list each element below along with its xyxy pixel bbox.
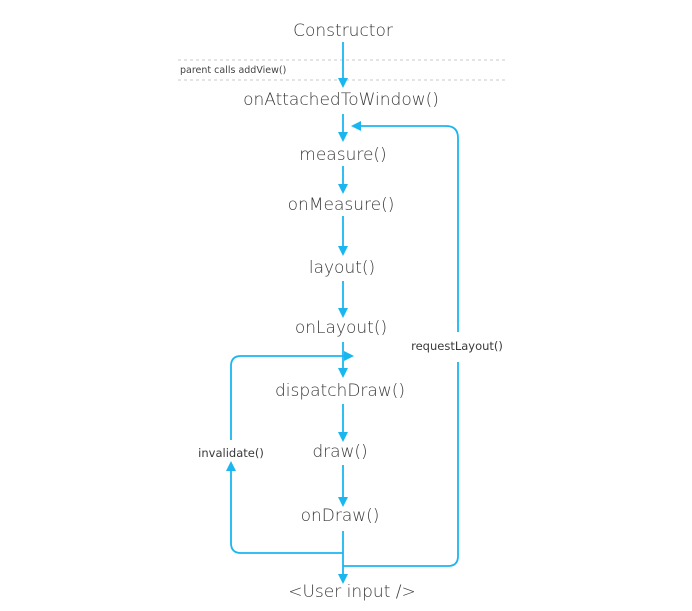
invalidate-label: invalidate() [198, 446, 264, 460]
measure-step: measure() [299, 145, 386, 165]
request-layout-loop-lower [343, 362, 459, 567]
layout-step: layout() [309, 258, 375, 278]
dispatch-draw-step: dispatchDraw() [275, 381, 405, 401]
invalidate-loop-upper [230, 351, 354, 440]
user-input-step: <User input /> [288, 582, 416, 602]
parent-calls-addview-note: parent calls addView() [180, 65, 286, 76]
on-draw-step: onDraw() [301, 506, 380, 526]
constructor-step: Constructor [293, 21, 393, 41]
request-layout-label: requestLayout() [411, 339, 503, 353]
on-measure-step: onMeasure() [288, 195, 395, 215]
on-layout-step: onLayout() [295, 318, 387, 338]
on-attached-to-window-step: onAttachedToWindow() [243, 90, 439, 110]
request-layout-loop-upper [351, 121, 459, 332]
draw-step: draw() [312, 442, 367, 462]
invalidate-loop-lower [226, 461, 343, 554]
